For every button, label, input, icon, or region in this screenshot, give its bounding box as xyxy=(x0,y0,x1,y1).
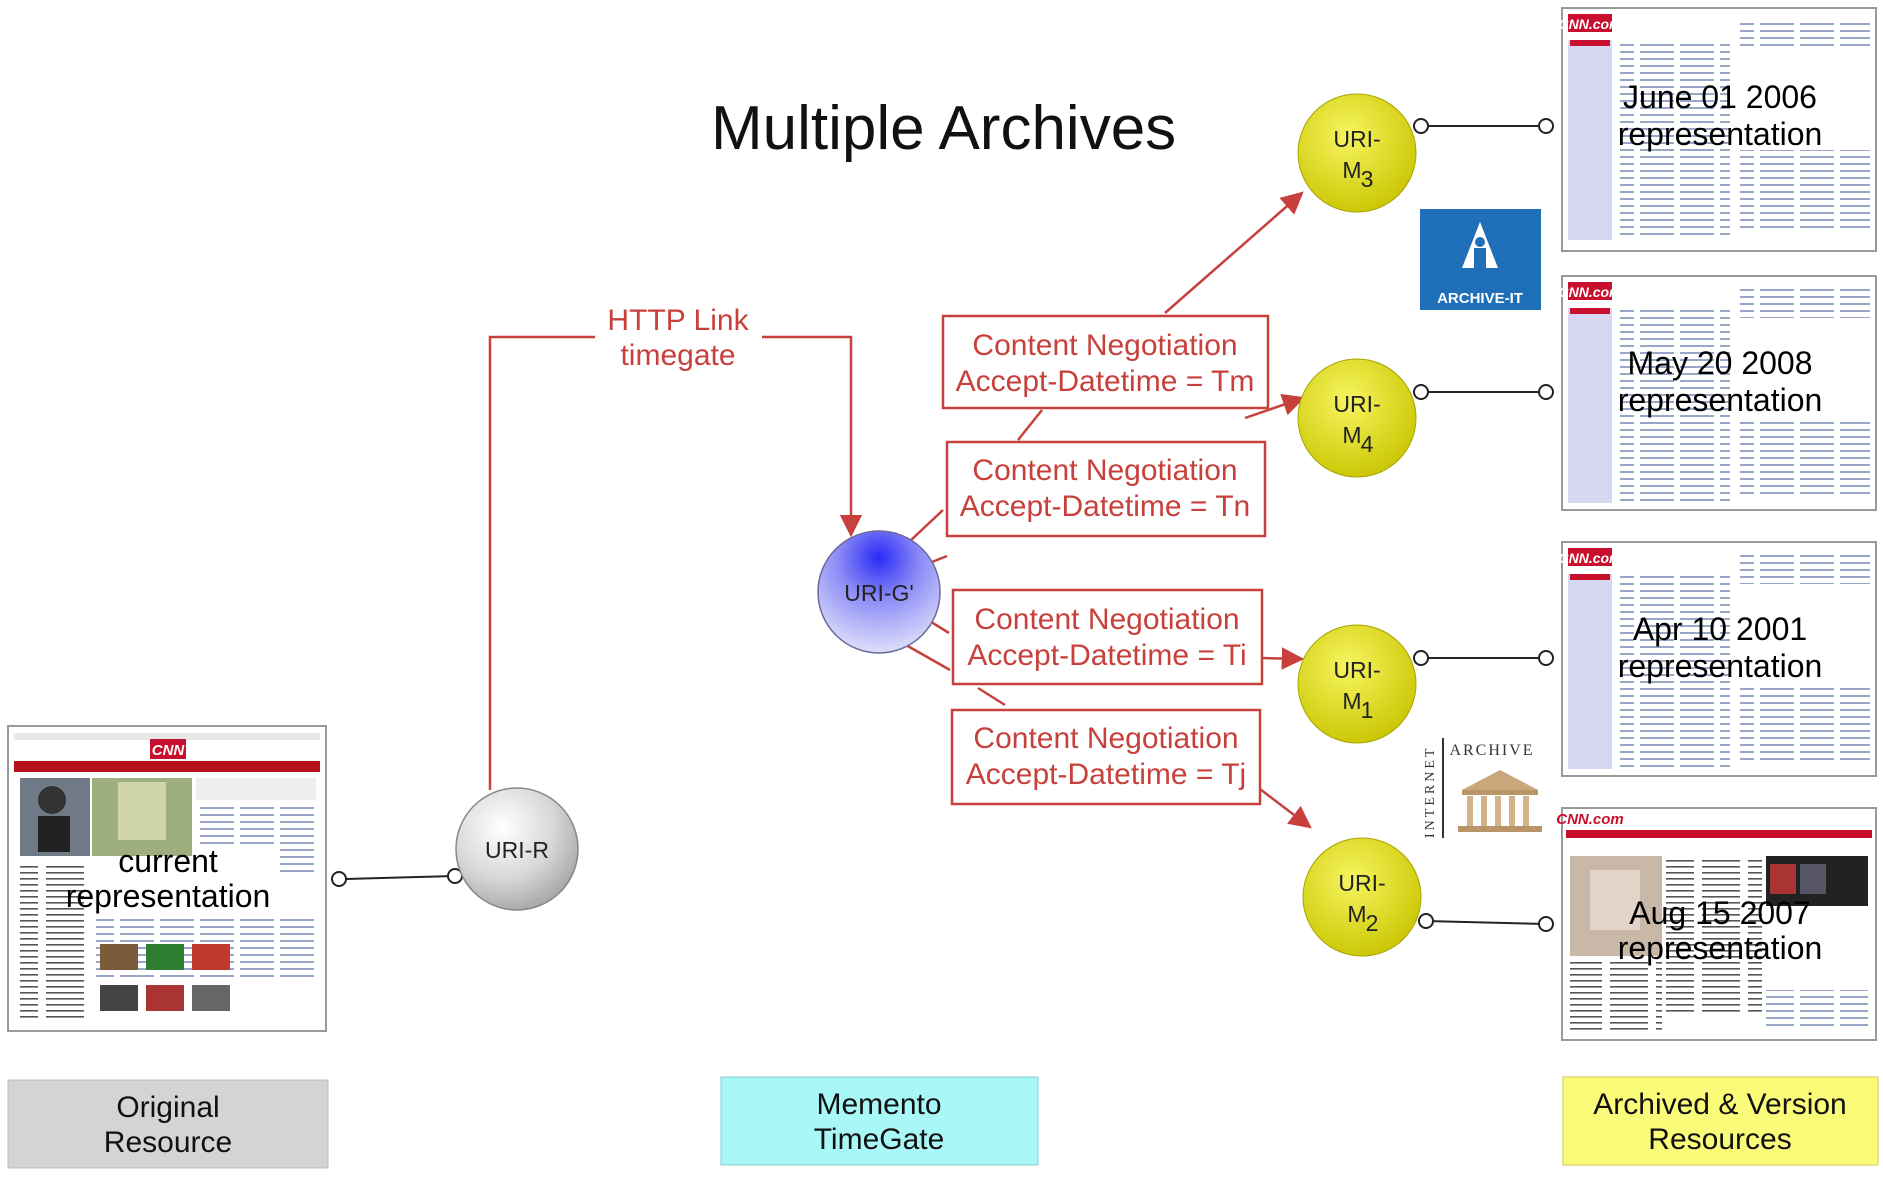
negotiation-box-tm: Content Negotiation Accept-Datetime = Tm xyxy=(941,314,1270,410)
snapshot-label: representation xyxy=(1618,382,1823,418)
footer-archived-resources: Archived & Version Resources xyxy=(1562,1076,1879,1166)
snapshot-date: Aug 15 2007 xyxy=(1629,895,1811,931)
port-m1 xyxy=(1413,650,1429,666)
node-m2-sub: 2 xyxy=(1366,910,1379,936)
port-m2 xyxy=(1418,913,1434,929)
node-uri-m3: URI- M 3 xyxy=(1297,93,1417,213)
node-uri-g: URI-G' xyxy=(817,530,941,654)
edge-neg-tj-to-m2 xyxy=(1251,782,1312,829)
edge-neg-tn-to-m4 xyxy=(1244,393,1306,420)
http-link-line-left xyxy=(488,335,595,790)
internet-archive-logo: ARCHIVE INTERNET xyxy=(1421,738,1542,838)
port-current xyxy=(331,871,347,887)
node-m1-base: M xyxy=(1342,688,1361,714)
archive-it-logo: ARCHIVE-IT xyxy=(1420,209,1541,310)
snapshot-date: Apr 10 2001 xyxy=(1633,611,1807,647)
negotiation-datetime: Accept-Datetime = Tj xyxy=(966,758,1246,791)
node-m3-prefix: URI- xyxy=(1333,126,1380,152)
current-representation: CNN current representation xyxy=(7,725,327,1032)
port-snapshot-m4 xyxy=(1538,384,1554,400)
footer-timegate-line1: Memento xyxy=(816,1088,941,1121)
edge-g-to-neg-tn xyxy=(931,554,948,564)
internet-archive-side: INTERNET xyxy=(1423,746,1438,838)
archive-it-label: ARCHIVE-IT xyxy=(1437,290,1523,307)
footer-archived-line2: Resources xyxy=(1648,1123,1791,1156)
node-m4-sub: 4 xyxy=(1361,431,1374,457)
port-snapshot-m1 xyxy=(1538,650,1554,666)
negotiation-datetime: Accept-Datetime = Ti xyxy=(967,639,1246,672)
node-uri-r: URI-R xyxy=(455,787,579,911)
node-m3-base: M xyxy=(1342,157,1361,183)
snapshot-logo: CNN.com xyxy=(1558,284,1621,300)
snapshot-date: May 20 2008 xyxy=(1627,345,1812,381)
cnn-logo: CNN xyxy=(152,742,186,759)
footer-original-line1: Original xyxy=(116,1091,219,1124)
negotiation-datetime: Accept-Datetime = Tn xyxy=(960,490,1250,523)
negotiation-box-ti: Content Negotiation Accept-Datetime = Ti xyxy=(951,588,1264,686)
snapshot-date: June 01 2006 xyxy=(1623,79,1817,115)
negotiation-datetime: Accept-Datetime = Tm xyxy=(956,365,1255,398)
edge-g-to-neg-tm xyxy=(908,509,944,543)
footer-memento-timegate: Memento TimeGate xyxy=(720,1076,1039,1166)
edge-neg-ti-to-m1 xyxy=(1261,647,1305,670)
edge-g-to-gap xyxy=(905,643,951,672)
negotiation-label: Content Negotiation xyxy=(972,454,1237,487)
negotiation-box-tn: Content Negotiation Accept-Datetime = Tn xyxy=(945,440,1267,538)
footer-original-resource: Original Resource xyxy=(7,1079,329,1169)
footer-original-line2: Resource xyxy=(104,1126,232,1159)
port-snapshot-m2 xyxy=(1538,916,1554,932)
snapshot-logo: CNN.com xyxy=(1558,550,1621,566)
snapshot-logo: CNN.com xyxy=(1556,811,1624,828)
port-snapshot-m3 xyxy=(1538,118,1554,134)
negotiation-label: Content Negotiation xyxy=(972,329,1237,362)
footer-timegate-line2: TimeGate xyxy=(814,1123,945,1156)
edge-neg-tm-gap xyxy=(1017,409,1043,441)
edge-current-to-uri-r xyxy=(345,875,456,880)
node-m1-prefix: URI- xyxy=(1333,657,1380,683)
edge-neg-tm-to-m3 xyxy=(1164,191,1304,314)
edge-m2-to-snapshot xyxy=(1425,920,1547,925)
diagram-title: Multiple Archives xyxy=(711,94,1176,163)
negotiation-label: Content Negotiation xyxy=(974,603,1239,636)
negotiation-box-tj: Content Negotiation Accept-Datetime = Tj xyxy=(950,708,1262,806)
port-m4 xyxy=(1413,384,1429,400)
node-uri-m2: URI- M 2 xyxy=(1302,837,1422,957)
http-link-label: HTTP Link xyxy=(607,304,749,337)
current-label-line1: current xyxy=(118,843,218,879)
node-uri-m4: URI- M 4 xyxy=(1297,358,1417,478)
snapshot-aug-2007: CNN.com Aug 15 2007 representation xyxy=(1556,807,1877,1041)
node-m2-prefix: URI- xyxy=(1338,870,1385,896)
snapshot-label: representation xyxy=(1618,116,1823,152)
http-link-timegate-label: timegate xyxy=(620,339,735,372)
node-m4-prefix: URI- xyxy=(1333,391,1380,417)
http-link-arrow xyxy=(762,335,863,538)
node-m4-base: M xyxy=(1342,422,1361,448)
cnn-logo-bg xyxy=(150,739,186,759)
node-uri-r-label: URI-R xyxy=(485,837,549,863)
node-m1-sub: 1 xyxy=(1361,697,1374,723)
node-uri-m1: URI- M 1 xyxy=(1297,624,1417,744)
node-m2-base: M xyxy=(1347,901,1366,927)
snapshot-label: representation xyxy=(1618,930,1823,966)
node-uri-g-label: URI-G' xyxy=(844,580,914,606)
snapshot-label: representation xyxy=(1618,648,1823,684)
negotiation-label: Content Negotiation xyxy=(973,722,1238,755)
snapshot-june-2006: CNN.com June 01 2006 representation xyxy=(1558,7,1877,252)
snapshot-logo: CNN.com xyxy=(1558,16,1621,32)
port-m3 xyxy=(1413,118,1429,134)
temple-roof-icon xyxy=(1462,770,1538,790)
footer-archived-line1: Archived & Version xyxy=(1593,1088,1846,1121)
edge-gap-to-neg-tj xyxy=(977,686,1006,707)
node-m3-sub: 3 xyxy=(1361,166,1374,192)
current-label-line2: representation xyxy=(66,878,271,914)
snapshot-apr-2001: CNN.com Apr 10 2001 representation xyxy=(1558,541,1877,777)
internet-archive-top: ARCHIVE xyxy=(1449,742,1534,759)
snapshot-may-2008: CNN.com May 20 2008 representation xyxy=(1558,275,1877,511)
